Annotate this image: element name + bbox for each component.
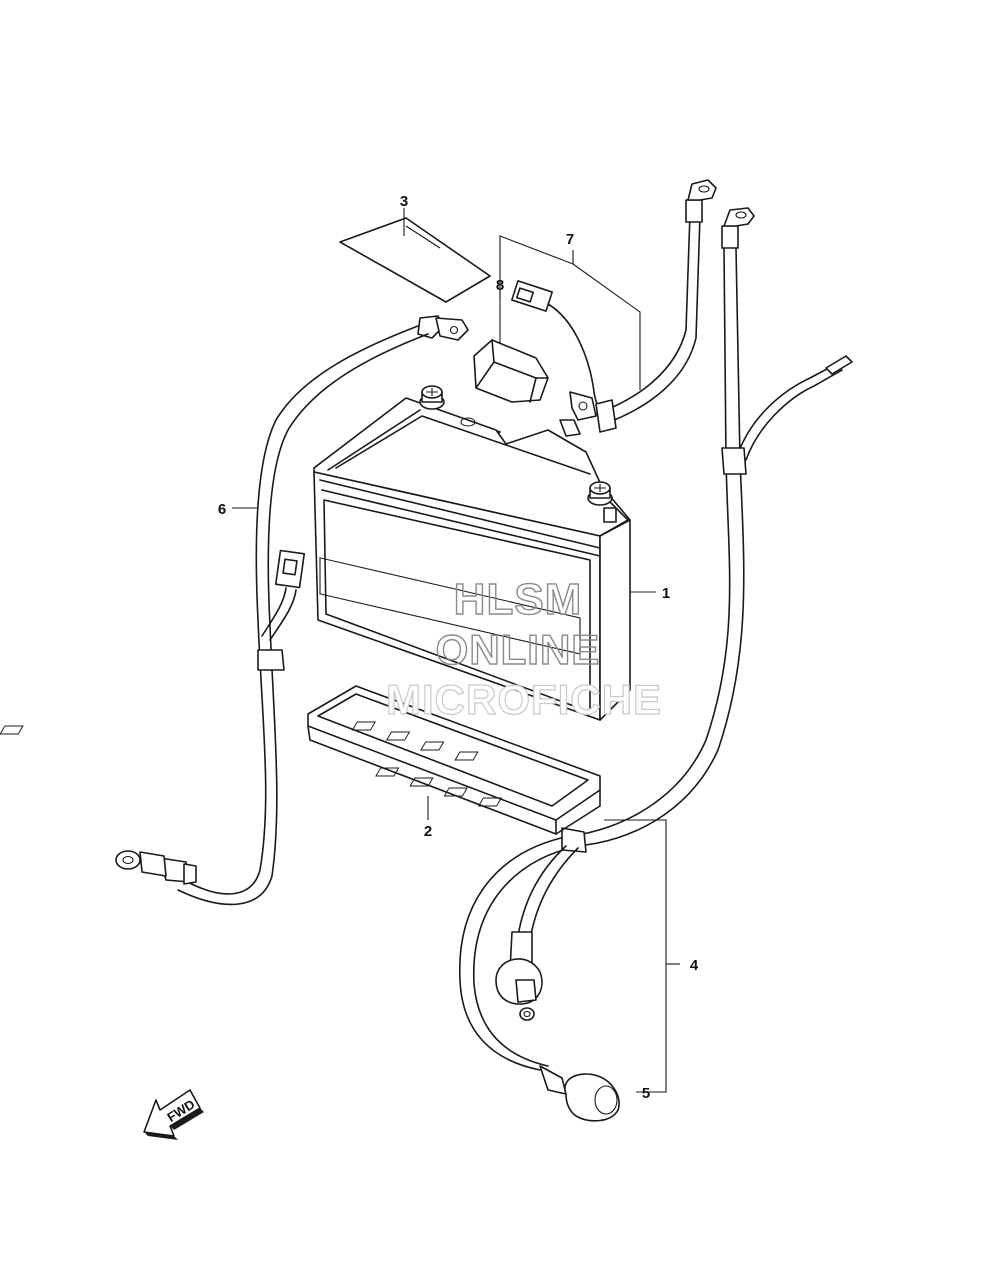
callout-2: 2 xyxy=(424,823,432,840)
part-7-bracket xyxy=(499,235,641,390)
callout-7: 7 xyxy=(566,231,574,248)
part-3-label-sheet xyxy=(339,217,491,303)
part-6-ground-cable xyxy=(115,315,469,906)
battery-terminal-positive xyxy=(587,481,617,523)
callout-3: 3 xyxy=(400,193,408,210)
callouts: 3 7 8 1 6 2 4 5 xyxy=(218,193,699,1102)
fwd-indicator: FWD xyxy=(143,1089,204,1140)
callout-4: 4 xyxy=(690,957,699,974)
part-1-battery xyxy=(313,385,631,721)
part-8-terminal-cap xyxy=(473,339,549,403)
watermark-line-2: ONLINE xyxy=(436,626,601,673)
callout-8: 8 xyxy=(496,277,504,294)
part-2-battery-tray xyxy=(0,685,601,835)
callout-1: 1 xyxy=(662,585,670,602)
watermark-line-3: MICROFICHE xyxy=(386,676,662,723)
leader-lines xyxy=(232,208,680,1093)
watermark: HLSM ONLINE MICROFICHE xyxy=(385,574,662,723)
battery-terminal-negative xyxy=(419,385,445,410)
watermark-line-1: HLSM xyxy=(454,575,583,624)
part-7-positive-cable xyxy=(510,179,717,437)
arrow-left-down-icon xyxy=(143,1089,204,1140)
callout-5: 5 xyxy=(642,1085,650,1102)
callout-6: 6 xyxy=(218,501,226,518)
part-5-cable-cap xyxy=(539,1065,620,1122)
